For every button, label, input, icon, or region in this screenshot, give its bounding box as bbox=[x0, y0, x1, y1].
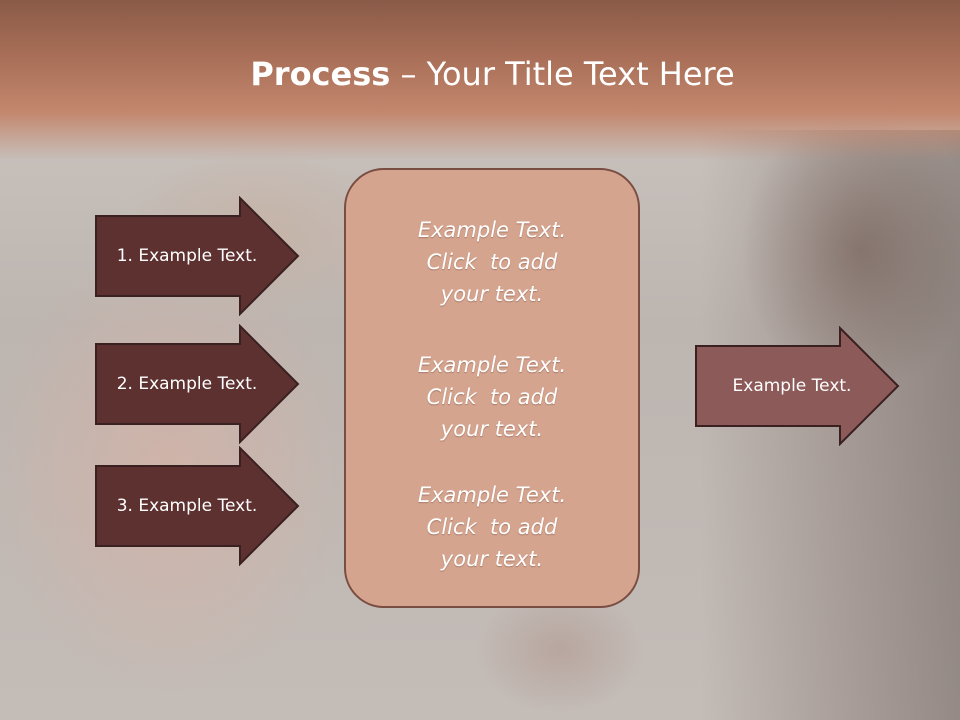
center-item-line: Example Text. bbox=[417, 353, 567, 377]
center-item-line: your text. bbox=[440, 282, 544, 306]
title-rest-part: – Your Title Text Here bbox=[390, 55, 735, 93]
center-item-line: Example Text. bbox=[417, 483, 567, 507]
step-label-3: 3. Example Text. bbox=[116, 496, 258, 516]
result-arrow-label: Example Text. bbox=[732, 376, 852, 396]
center-text-item-2[interactable]: Example Text. Click to add your text. bbox=[346, 349, 638, 445]
center-text-item-3[interactable]: Example Text. Click to add your text. bbox=[346, 479, 638, 575]
arrow-shape-icon bbox=[695, 326, 900, 446]
center-text-item-1[interactable]: Example Text. Click to add your text. bbox=[346, 214, 638, 310]
step-arrow-3[interactable]: 3. Example Text. bbox=[94, 446, 300, 566]
center-item-line: Click to add bbox=[426, 385, 558, 409]
step-arrow-2[interactable]: 2. Example Text. bbox=[94, 324, 300, 444]
arrow-shape-icon bbox=[95, 446, 300, 566]
title-band bbox=[0, 0, 960, 160]
center-item-line: your text. bbox=[440, 547, 544, 571]
slide-title[interactable]: Process – Your Title Text Here bbox=[0, 52, 960, 96]
step-label-2: 2. Example Text. bbox=[116, 374, 258, 394]
center-item-line: Example Text. bbox=[417, 218, 567, 242]
center-item-line: Click to add bbox=[426, 515, 558, 539]
center-item-line: Click to add bbox=[426, 250, 558, 274]
center-text-box[interactable]: Example Text. Click to add your text. Ex… bbox=[344, 168, 640, 608]
step-label-1: 1. Example Text. bbox=[116, 246, 258, 266]
arrow-shape-icon bbox=[95, 324, 300, 444]
arrow-shape-icon bbox=[95, 196, 300, 316]
result-arrow[interactable]: Example Text. bbox=[694, 326, 900, 446]
step-arrow-1[interactable]: 1. Example Text. bbox=[94, 196, 300, 316]
title-bold-part: Process bbox=[250, 55, 391, 93]
center-item-line: your text. bbox=[440, 417, 544, 441]
